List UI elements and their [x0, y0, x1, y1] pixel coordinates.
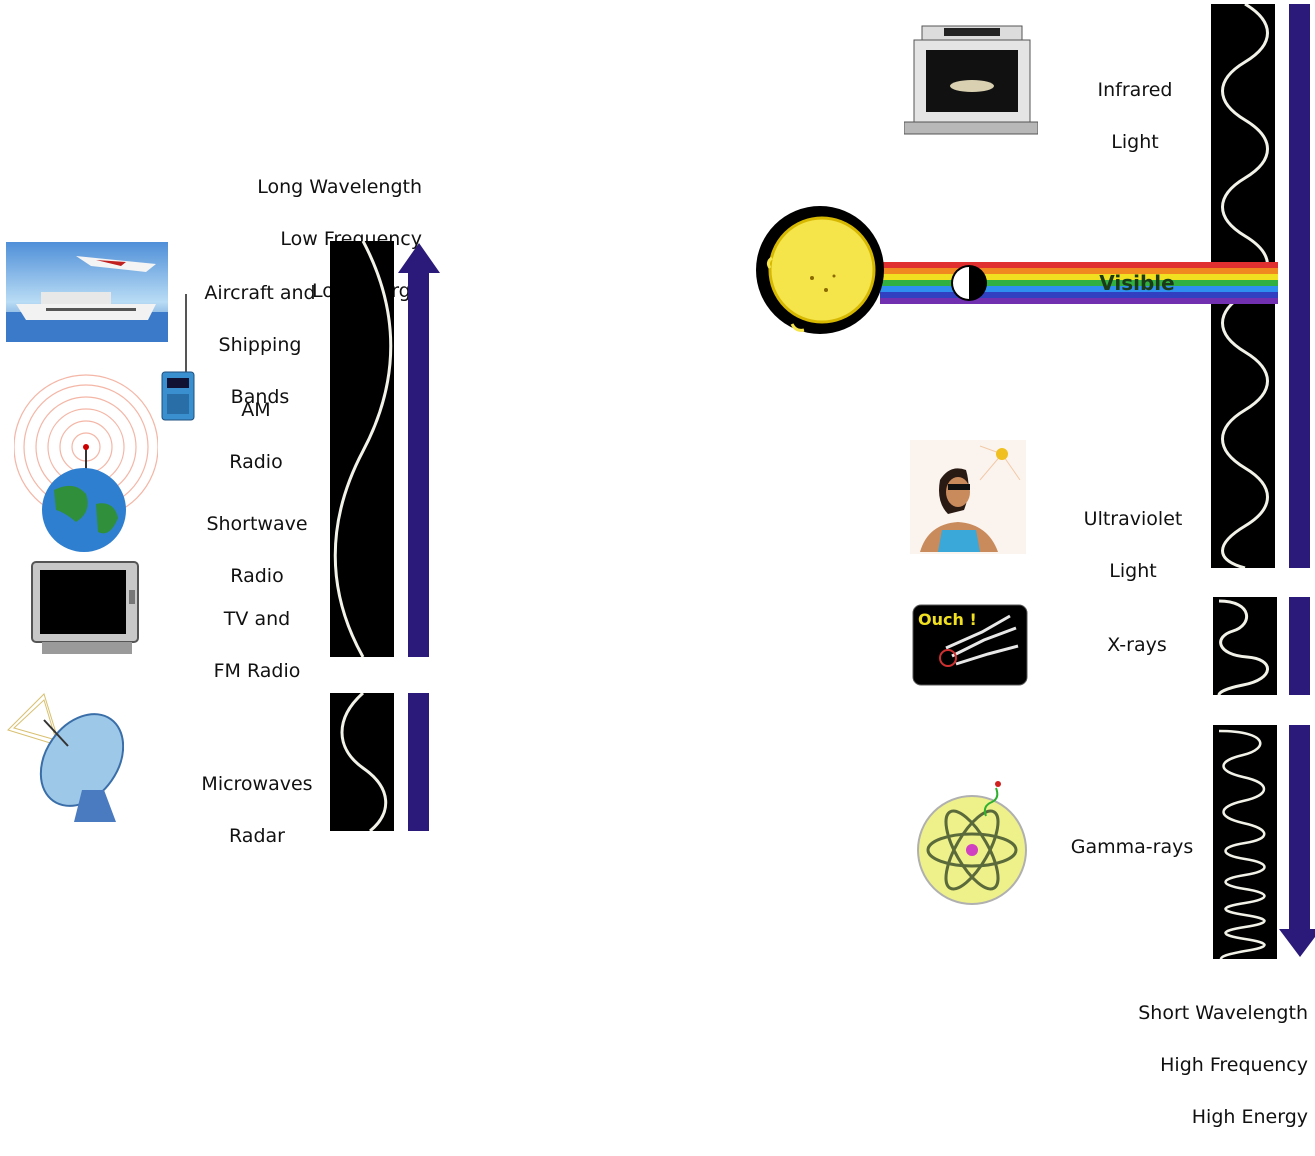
xray-hand-icon: Ouch !: [912, 604, 1028, 686]
gamma-wave-icon: [1218, 729, 1266, 960]
visible-spectrum-bar: [880, 262, 1278, 304]
infrared-label: Infrared Light: [1097, 79, 1173, 153]
microwaves-label: Microwaves Radar: [201, 773, 313, 847]
satellite-dish-icon: [7, 693, 124, 822]
visible-label: Visible: [1099, 271, 1175, 295]
radio-wave-icon: [333, 240, 393, 658]
gamma-wave-band: [1213, 725, 1277, 960]
atom-icon: [917, 781, 1027, 905]
aircraft-label: Aircraft and Shipping Bands: [204, 282, 316, 408]
shortwave-label: Shortwave Radio: [206, 513, 308, 587]
oven-icon: [904, 25, 1038, 135]
energy-arrow-up: [408, 268, 429, 657]
sun-icon: [756, 206, 884, 334]
arrow-head-up-icon: [398, 243, 440, 273]
xray-wave-icon: [1217, 599, 1269, 696]
xray-wave-band: [1213, 597, 1277, 696]
xrays-label: X-rays: [1107, 634, 1167, 656]
energy-arrow-right-upper: [1289, 4, 1310, 568]
ouch-label: Ouch !: [918, 610, 977, 629]
radio-wave-band: [330, 240, 394, 658]
tv-icon: [31, 561, 139, 654]
microwave-wave-band: [330, 691, 394, 833]
prism-icon: [951, 265, 987, 301]
arrow-head-down-icon: [1279, 929, 1315, 957]
energy-arrow-lower: [408, 693, 429, 831]
microwave-wave-icon: [340, 691, 388, 833]
plane-ship-icon: [6, 242, 168, 342]
am-radio-label: AM Radio: [229, 399, 283, 473]
globe-antenna-icon: [14, 374, 158, 552]
energy-arrow-xray: [1289, 597, 1310, 695]
energy-arrow-down: [1289, 725, 1310, 933]
short-wavelength-header: Short Wavelength High Frequency High Ene…: [1138, 1002, 1308, 1128]
sunbather-icon: [910, 440, 1026, 554]
gamma-label: Gamma-rays: [1070, 836, 1194, 858]
ultraviolet-label: Ultraviolet Light: [1083, 508, 1183, 582]
walkie-talkie-icon: [161, 294, 195, 421]
tvfm-label: TV and FM Radio: [213, 608, 301, 682]
